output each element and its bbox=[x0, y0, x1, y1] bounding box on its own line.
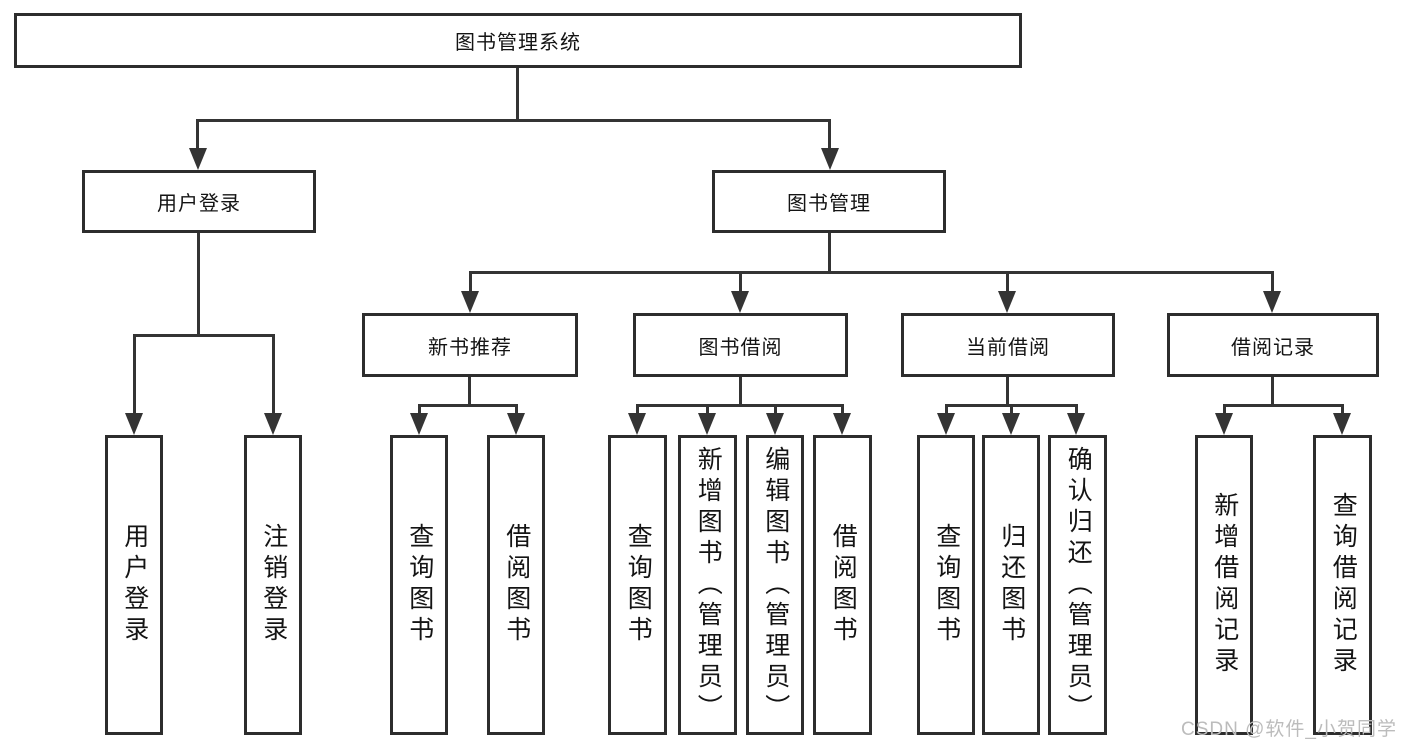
node-root: 图书管理系统 bbox=[14, 13, 1022, 68]
connector-line bbox=[197, 231, 200, 337]
connector-line bbox=[133, 334, 136, 416]
connector-line bbox=[516, 66, 519, 121]
arrow-down-icon bbox=[937, 413, 955, 435]
connector-line bbox=[636, 404, 843, 407]
leaf-confirm-return-admin: 确认归还（管理员） bbox=[1048, 435, 1107, 735]
connector-line bbox=[774, 404, 777, 416]
connector-line bbox=[1341, 404, 1344, 416]
leaf-logout: 注销登录 bbox=[244, 435, 302, 735]
arrow-down-icon bbox=[628, 413, 646, 435]
connector-line bbox=[469, 271, 1274, 274]
connector-line bbox=[1006, 375, 1009, 407]
leaf-query-books-borrow: 查询图书 bbox=[608, 435, 667, 735]
node-book-management: 图书管理 bbox=[712, 170, 946, 233]
leaf-borrow-books-newbooks: 借阅图书 bbox=[487, 435, 545, 735]
connector-line bbox=[133, 334, 275, 337]
arrow-down-icon bbox=[731, 291, 749, 313]
arrow-down-icon bbox=[1333, 413, 1351, 435]
arrow-down-icon bbox=[1067, 413, 1085, 435]
leaf-add-borrow-record: 新增借阅记录 bbox=[1195, 435, 1253, 735]
arrow-down-icon bbox=[125, 413, 143, 435]
connector-line bbox=[828, 231, 831, 273]
connector-line bbox=[841, 404, 844, 416]
arrow-down-icon bbox=[1002, 413, 1020, 435]
leaf-borrow-books: 借阅图书 bbox=[813, 435, 872, 735]
arrow-down-icon bbox=[1215, 413, 1233, 435]
arrow-down-icon bbox=[410, 413, 428, 435]
arrow-down-icon bbox=[833, 413, 851, 435]
arrow-down-icon bbox=[766, 413, 784, 435]
connector-line bbox=[418, 404, 518, 407]
arrow-down-icon bbox=[998, 291, 1016, 313]
node-new-book-recommend: 新书推荐 bbox=[362, 313, 578, 377]
connector-line bbox=[1010, 404, 1013, 416]
connector-line bbox=[828, 119, 831, 151]
connector-line bbox=[1223, 404, 1342, 407]
connector-line bbox=[515, 404, 518, 416]
connector-line bbox=[1271, 271, 1274, 295]
connector-line bbox=[1271, 375, 1274, 407]
leaf-query-borrow-record: 查询借阅记录 bbox=[1313, 435, 1372, 735]
connector-line bbox=[196, 119, 199, 151]
connector-line bbox=[468, 375, 471, 407]
connector-line bbox=[706, 404, 709, 416]
connector-line bbox=[418, 404, 421, 416]
arrow-down-icon bbox=[507, 413, 525, 435]
connector-line bbox=[196, 119, 831, 122]
leaf-add-books-admin: 新增图书（管理员） bbox=[678, 435, 737, 735]
leaf-edit-books-admin: 编辑图书（管理员） bbox=[746, 435, 804, 735]
arrow-down-icon bbox=[264, 413, 282, 435]
arrow-down-icon bbox=[821, 148, 839, 170]
connector-line bbox=[272, 334, 275, 416]
node-current-borrow: 当前借阅 bbox=[901, 313, 1115, 377]
arrow-down-icon bbox=[461, 291, 479, 313]
leaf-query-books-current: 查询图书 bbox=[917, 435, 975, 735]
connector-line bbox=[945, 404, 948, 416]
connector-line bbox=[739, 271, 742, 295]
arrow-down-icon bbox=[1263, 291, 1281, 313]
arrow-down-icon bbox=[698, 413, 716, 435]
leaf-query-books-newbooks: 查询图书 bbox=[390, 435, 448, 735]
connector-line bbox=[469, 271, 472, 295]
node-user-login: 用户登录 bbox=[82, 170, 316, 233]
leaf-user-login: 用户登录 bbox=[105, 435, 163, 735]
arrow-down-icon bbox=[189, 148, 207, 170]
node-book-borrow: 图书借阅 bbox=[633, 313, 848, 377]
connector-line bbox=[739, 375, 742, 407]
node-borrow-records: 借阅记录 bbox=[1167, 313, 1379, 377]
connector-line bbox=[1006, 271, 1009, 295]
connector-line bbox=[1075, 404, 1078, 416]
watermark-text: CSDN @软件_小贺同学 bbox=[1181, 719, 1397, 740]
leaf-return-books: 归还图书 bbox=[982, 435, 1040, 735]
connector-line bbox=[636, 404, 639, 416]
connector-line bbox=[1223, 404, 1226, 416]
